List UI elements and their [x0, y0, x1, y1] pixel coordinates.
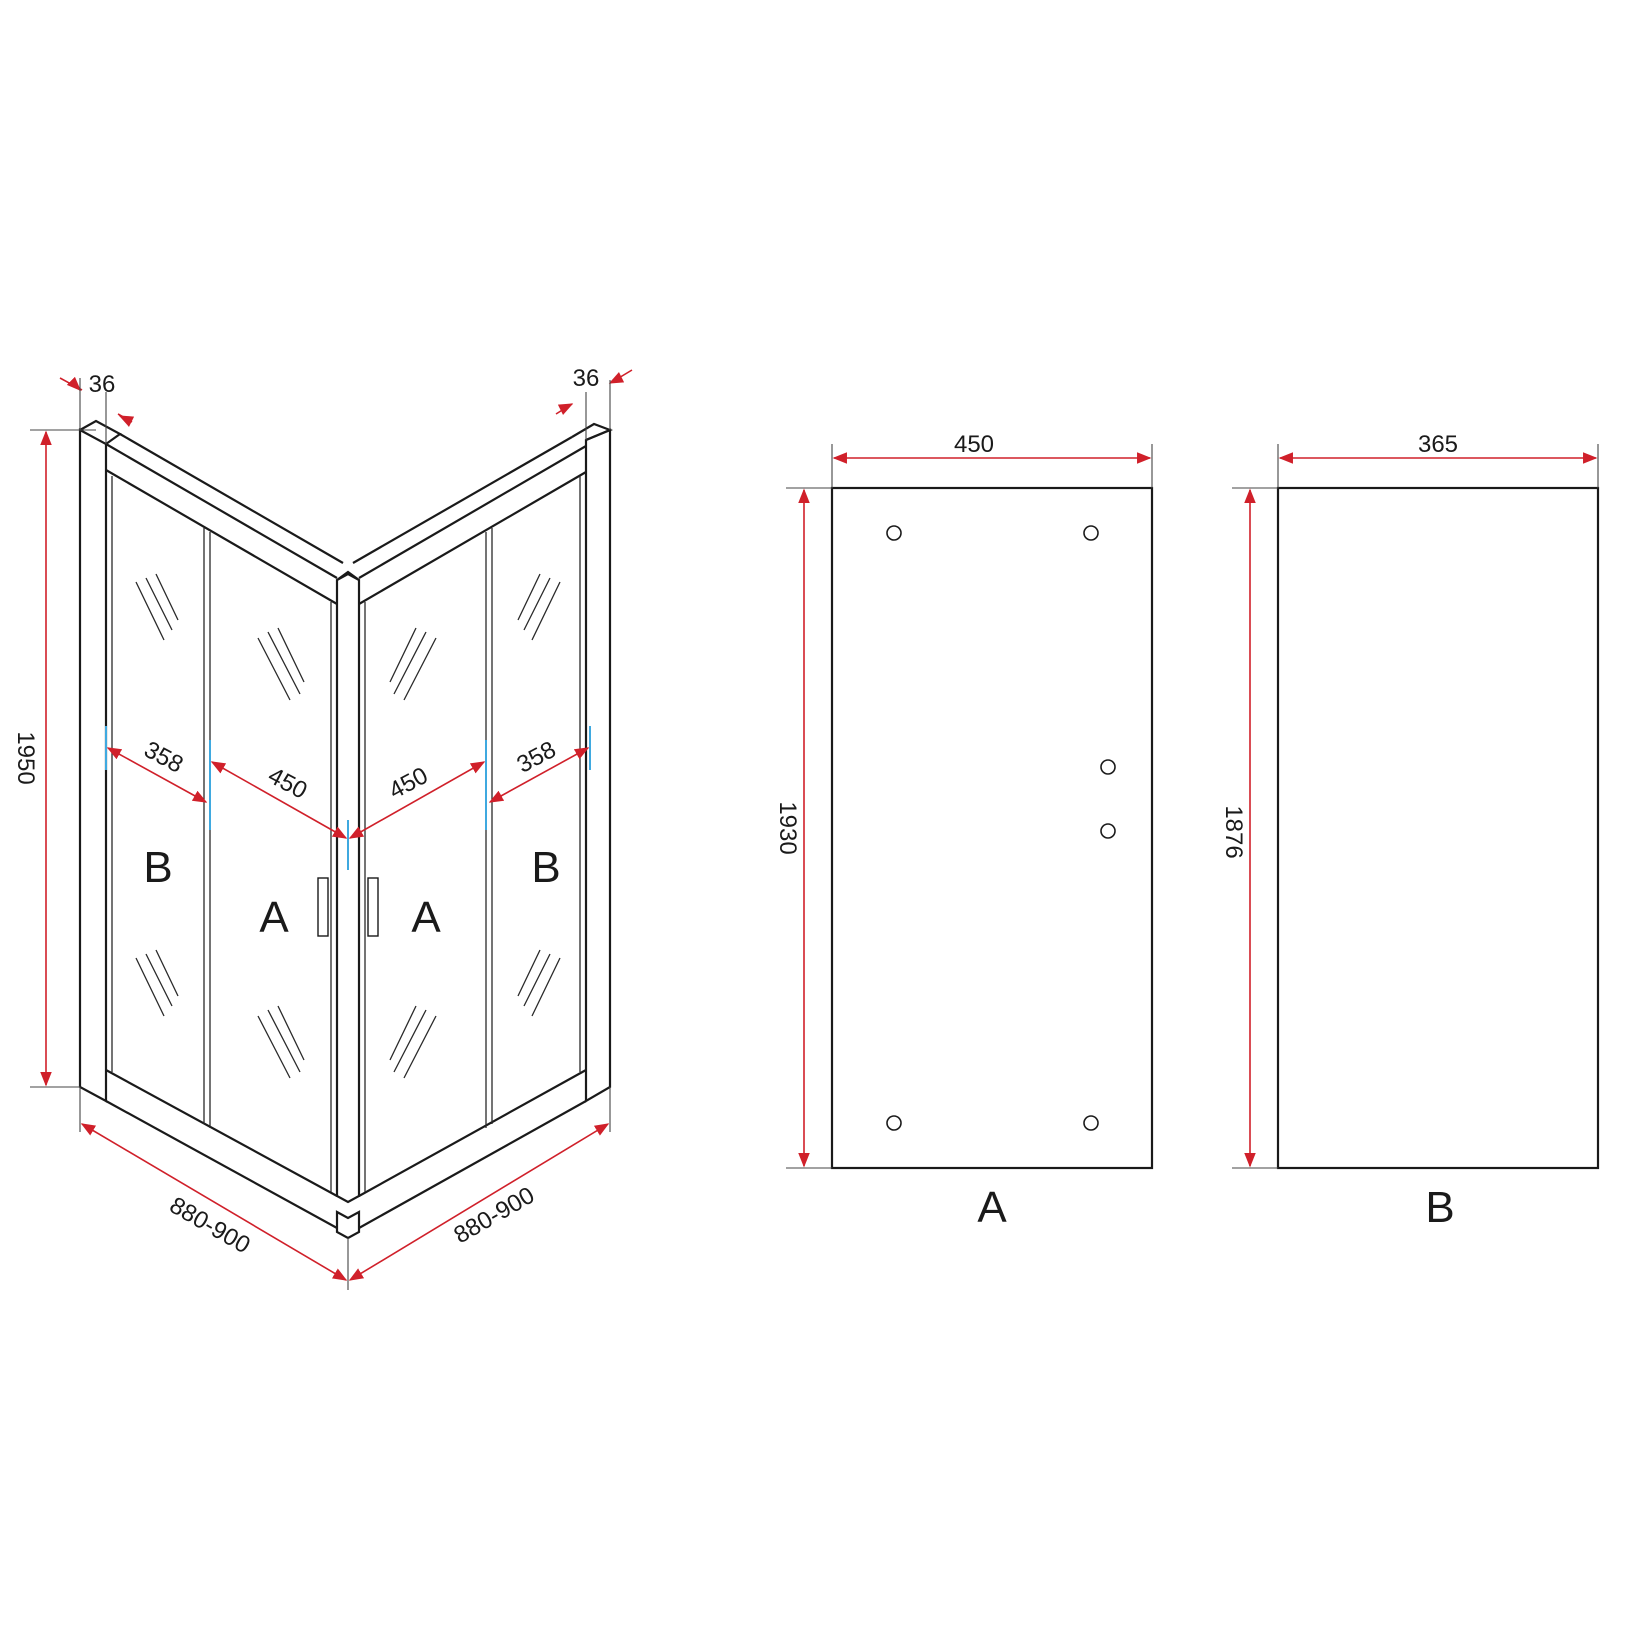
center-foot — [335, 1210, 361, 1240]
left-post-cap — [79, 419, 123, 445]
left-bottom-rail-bottom — [105, 1100, 338, 1229]
hole-icon — [1083, 1115, 1099, 1131]
right-top-rail-back — [352, 436, 573, 564]
hole-icon — [886, 1115, 902, 1131]
right-top-rail-inner — [358, 471, 587, 605]
left-profile-arrow-2 — [118, 415, 135, 427]
panel-b-height-value: 1876 — [1220, 805, 1247, 858]
right-bottom-rail-top — [358, 1069, 587, 1197]
right-bottom-rail-bottom — [358, 1100, 587, 1229]
panel-b-outline — [1276, 486, 1600, 1170]
right-profile-arrow — [557, 403, 574, 415]
right-profile-extensions — [585, 380, 611, 440]
center-post-cap — [336, 570, 360, 581]
panel-a-label: A — [977, 1183, 1007, 1232]
hole-icon — [1100, 823, 1116, 839]
base-extension-lines — [79, 1087, 611, 1290]
left-fixed-dimension — [106, 747, 208, 803]
base-left-value: 880-900 — [165, 1192, 255, 1259]
panel-label-a-right: A — [411, 893, 441, 942]
center-corner-post — [335, 572, 361, 1204]
right-door-handle — [367, 877, 379, 937]
left-corner-post — [78, 428, 108, 1103]
panel-b-height-extensions — [1232, 487, 1278, 1169]
left-top-rail-back — [119, 433, 344, 564]
height-extension-lines — [30, 429, 96, 1088]
enclosure-isometric: B A A B 1950 36 36 358 450 450 358 880 — [12, 365, 633, 1290]
left-bottom-rail-top — [105, 1069, 338, 1197]
left-door-handle — [317, 877, 329, 937]
panel-b-drawing: 365 1876 B — [1220, 431, 1600, 1232]
left-top-rail-outer — [105, 443, 338, 579]
height-value: 1950 — [12, 731, 39, 784]
hole-icon — [1100, 759, 1116, 775]
right-top-rail-outer — [358, 445, 587, 579]
right-fixed-dimension — [488, 747, 590, 803]
right-door-value: 450 — [384, 762, 432, 805]
panel-label-b-right: B — [531, 843, 560, 892]
panel-a-height-value: 1930 — [774, 801, 801, 854]
panel-b-label: B — [1425, 1183, 1454, 1232]
left-fixed-value: 358 — [140, 736, 188, 779]
right-fixed-value: 358 — [512, 736, 560, 779]
left-profile-extensions — [79, 378, 107, 444]
left-door-value: 450 — [264, 762, 312, 805]
panel-a-outline — [830, 486, 1154, 1170]
left-door-dimension — [210, 761, 348, 839]
panel-a-drawing: 450 1930 A — [774, 431, 1154, 1232]
right-door-dimension — [348, 761, 486, 839]
panel-b-width-value: 365 — [1418, 431, 1458, 458]
panel-b-width-extensions — [1277, 444, 1599, 488]
glass-reflection-marks — [135, 573, 561, 1079]
base-right-dimension — [348, 1123, 610, 1281]
hole-icon — [886, 525, 902, 541]
right-post-cap — [571, 422, 613, 442]
panel-label-a-left: A — [259, 893, 289, 942]
base-left-dimension — [80, 1123, 348, 1281]
hole-icon — [1083, 525, 1099, 541]
panel-a-height-extensions — [786, 487, 832, 1169]
left-profile-value: 36 — [89, 371, 116, 398]
panel-a-width-value: 450 — [954, 431, 994, 458]
panel-a-width-extensions — [831, 444, 1153, 488]
right-profile-value: 36 — [573, 365, 600, 392]
left-top-rail-inner — [105, 469, 338, 605]
panel-label-b-left: B — [143, 843, 172, 892]
